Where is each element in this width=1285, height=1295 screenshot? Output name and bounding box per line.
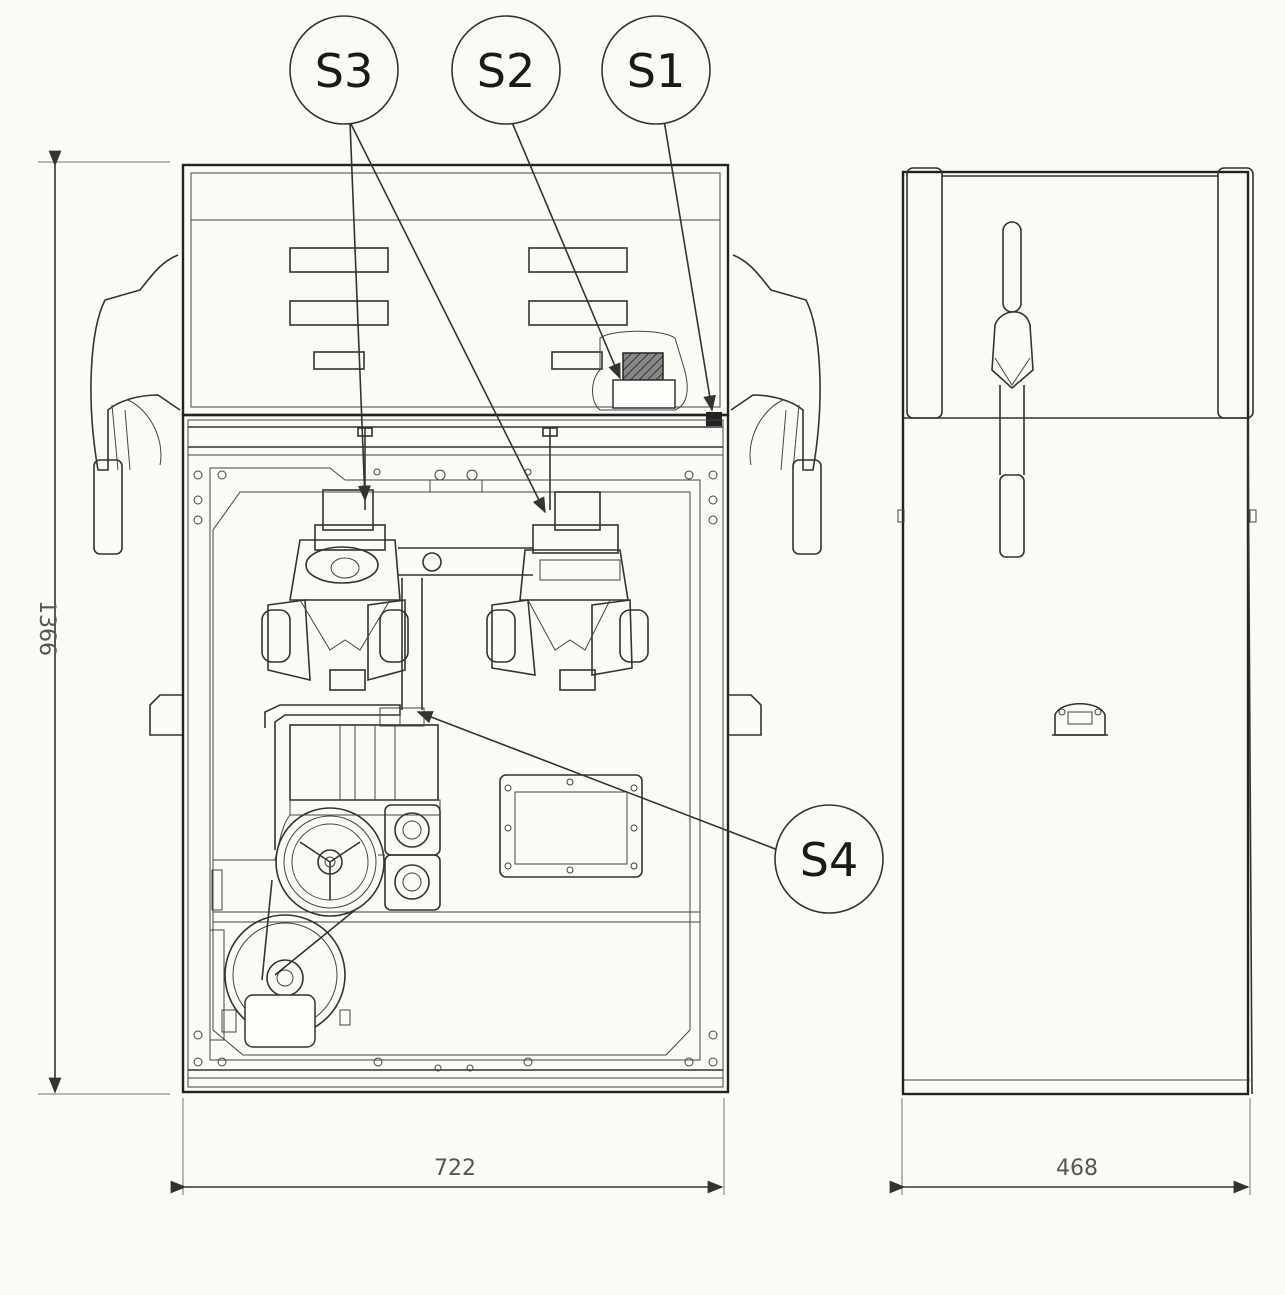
callout-s4: S4 (774, 804, 884, 914)
callout-s3: S3 (289, 15, 399, 125)
hydraulic-body (181, 413, 730, 1094)
gas-separator (213, 704, 441, 861)
nozzle-right-icon (730, 254, 822, 555)
meter-left (261, 489, 409, 691)
callout-s1-label: S1 (627, 44, 685, 98)
side-lock-icon (1052, 703, 1108, 736)
nozzle-left-icon (90, 254, 181, 555)
front-view (90, 163, 822, 1094)
callout-s4-label: S4 (800, 833, 858, 887)
pump-pulley (275, 804, 441, 917)
side-handle-right (728, 694, 762, 736)
price-display-right-mid (528, 300, 628, 326)
motor (209, 869, 356, 1048)
price-display-right-top (528, 247, 628, 273)
inspection-hatch (499, 774, 643, 878)
dimension-height-label: 1366 (34, 600, 59, 656)
display-head (181, 163, 730, 426)
price-display-left-small (313, 351, 365, 370)
s2-component (622, 352, 664, 381)
callout-s1: S1 (601, 15, 711, 125)
side-handle-left (149, 694, 183, 736)
callout-s3-label: S3 (315, 44, 373, 98)
dimension-front-width-label: 722 (434, 1156, 476, 1181)
callout-s2-label: S2 (477, 44, 535, 98)
price-display-left-mid (289, 300, 389, 326)
side-view (897, 167, 1257, 1096)
dimension-lines (38, 150, 1251, 1195)
price-display-right-small (551, 351, 603, 370)
side-nozzle-icon (991, 221, 1034, 558)
meter-right (486, 491, 649, 691)
callout-s2: S2 (451, 15, 561, 125)
callout-leaders (349, 119, 779, 851)
price-display-left-top (289, 247, 389, 273)
dimension-side-width-label: 468 (1056, 1156, 1098, 1181)
